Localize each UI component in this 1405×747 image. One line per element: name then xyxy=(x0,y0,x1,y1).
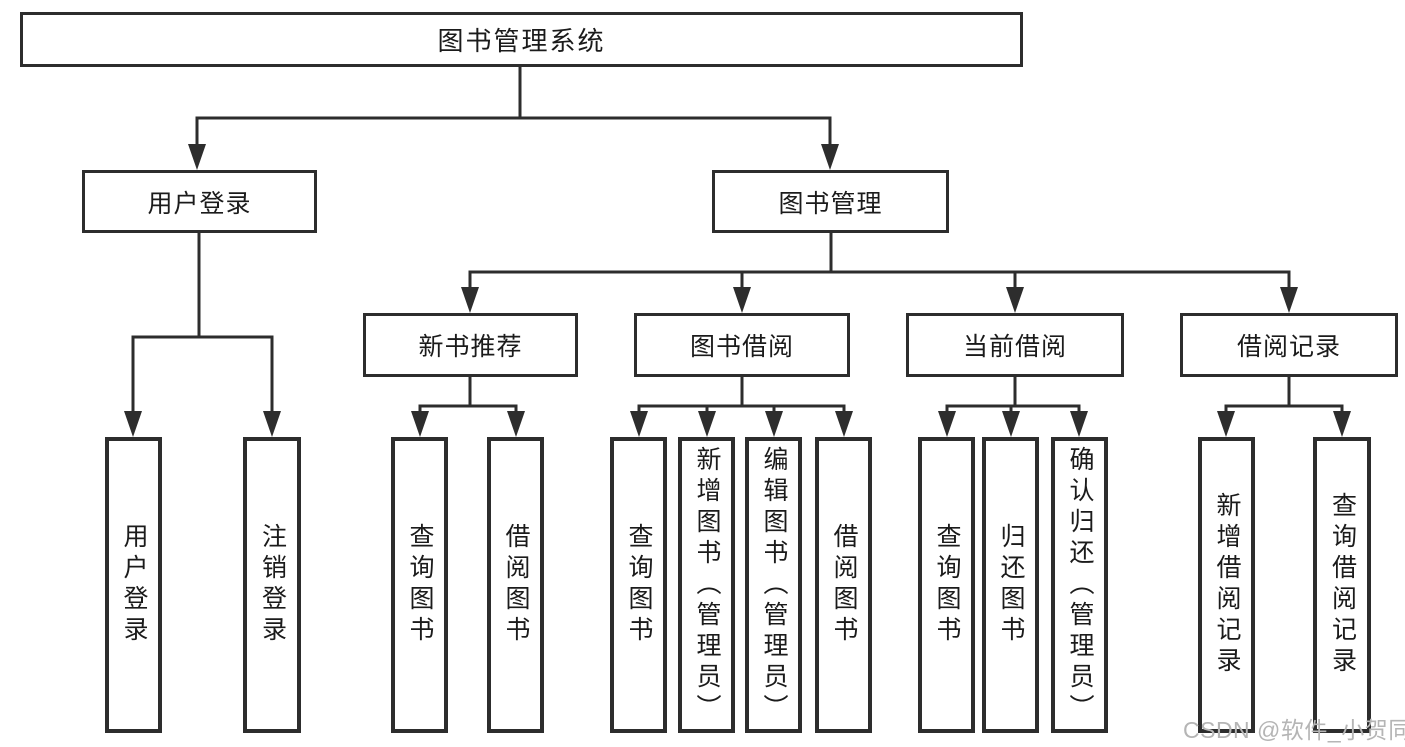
leaf-add-borrow-record: 新增借阅记录 xyxy=(1198,437,1255,733)
leaf-query-books-borrowing: 查询图书 xyxy=(610,437,667,733)
connector-current-borrowing-subtree xyxy=(938,375,1088,437)
connector-borrowing-records-subtree xyxy=(1217,375,1351,437)
leaf-confirm-return-admin: 确认归还（管理员） xyxy=(1051,437,1108,733)
leaf-add-book-admin: 新增图书（管理员） xyxy=(678,437,735,733)
connector-root-to-level2 xyxy=(188,65,839,170)
leaf-label: 用户登录 xyxy=(120,523,148,647)
node-user-login: 用户登录 xyxy=(82,170,317,233)
leaf-label: 查询图书 xyxy=(625,523,653,647)
node-label: 借阅记录 xyxy=(1236,333,1341,361)
connector-new-book-recommend-subtree xyxy=(411,375,525,437)
leaf-query-books-recommend: 查询图书 xyxy=(391,437,448,733)
leaf-logout: 注销登录 xyxy=(243,437,301,733)
leaf-label: 查询图书 xyxy=(933,523,961,647)
node-label: 当前借阅 xyxy=(962,333,1067,361)
node-label: 新书推荐 xyxy=(418,333,523,361)
node-label: 图书借阅 xyxy=(689,333,794,361)
node-new-book-recommend: 新书推荐 xyxy=(363,313,578,377)
leaf-label: 借阅图书 xyxy=(830,523,858,647)
leaf-label: 归还图书 xyxy=(997,523,1025,647)
leaf-borrow-books-borrowing: 借阅图书 xyxy=(815,437,872,733)
leaf-edit-book-admin: 编辑图书（管理员） xyxy=(745,437,802,733)
leaf-label: 借阅图书 xyxy=(502,523,530,647)
node-book-borrowing: 图书借阅 xyxy=(634,313,850,377)
connector-user-login-subtree xyxy=(124,231,281,437)
leaf-label: 新增借阅记录 xyxy=(1213,492,1241,678)
node-library-management-system: 图书管理系统 xyxy=(20,12,1023,67)
leaf-borrow-books-recommend: 借阅图书 xyxy=(487,437,544,733)
connector-book-management-to-level3 xyxy=(461,231,1298,313)
node-book-management: 图书管理 xyxy=(712,170,949,233)
leaf-query-books-current: 查询图书 xyxy=(918,437,975,733)
leaf-label: 查询借阅记录 xyxy=(1328,492,1357,678)
leaf-label: 新增图书（管理员） xyxy=(693,445,721,725)
node-label: 用户登录 xyxy=(147,189,252,218)
leaf-label: 确认归还（管理员） xyxy=(1066,445,1094,725)
leaf-label: 编辑图书（管理员） xyxy=(760,445,788,725)
node-current-borrowing: 当前借阅 xyxy=(906,313,1124,377)
leaf-return-book: 归还图书 xyxy=(982,437,1039,733)
node-label: 图书管理 xyxy=(778,189,883,218)
leaf-label: 查询图书 xyxy=(406,523,434,647)
leaf-query-borrow-record: 查询借阅记录 xyxy=(1313,437,1371,733)
csdn-watermark: CSDN @软件_小贺同学 xyxy=(1183,717,1405,743)
leaf-user-login: 用户登录 xyxy=(105,437,162,733)
connector-book-borrowing-subtree xyxy=(630,375,853,437)
node-label: 图书管理系统 xyxy=(437,26,606,56)
leaf-label: 注销登录 xyxy=(258,523,287,647)
node-borrowing-records: 借阅记录 xyxy=(1180,313,1398,377)
